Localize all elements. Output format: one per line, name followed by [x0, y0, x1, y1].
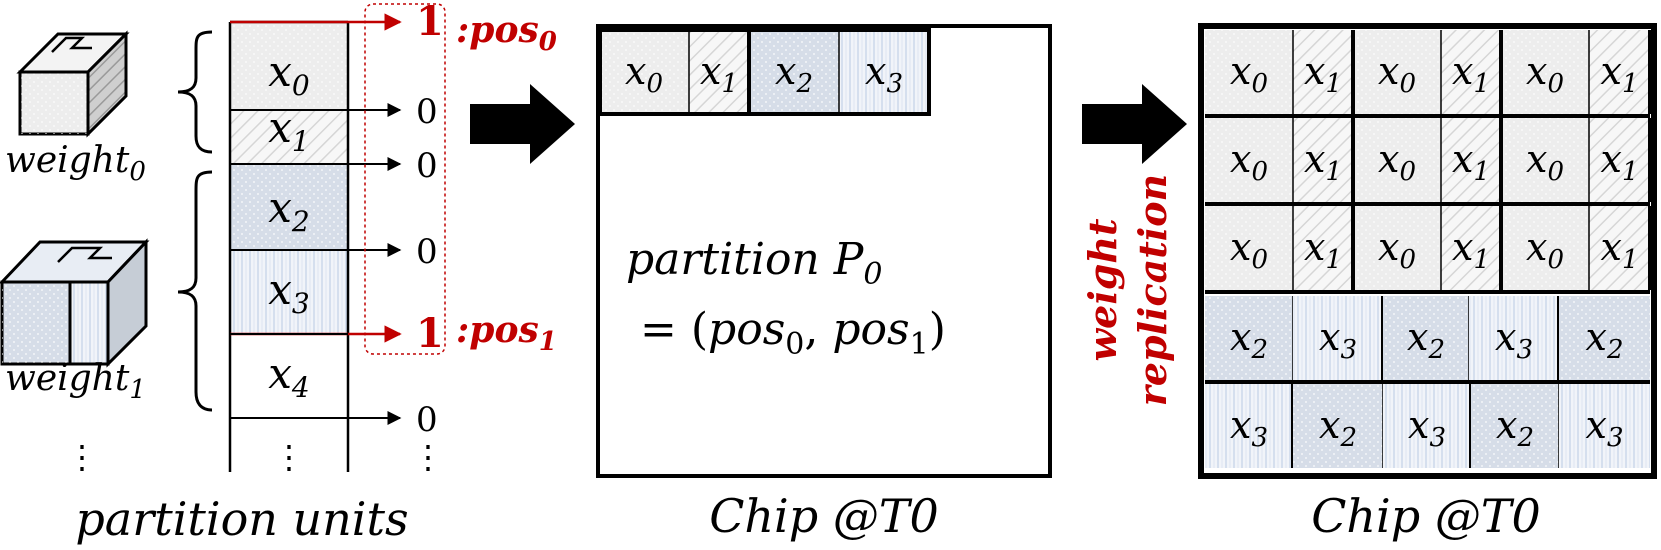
chip-right-caption: Chip @T0 — [1311, 489, 1541, 543]
weights-ellipsis: ⋮ — [66, 438, 98, 476]
chip-right-blue1-2: x2 — [1407, 315, 1445, 365]
chip-middle-cell-0: x0 — [625, 49, 663, 99]
chip-right-blue2-2-bg — [1383, 384, 1471, 468]
replication-label-line1: weight — [1080, 218, 1125, 362]
unit-bit-2: 0 — [416, 146, 438, 186]
unit-bit-4: 1 — [416, 310, 444, 357]
chip-right-blue1-1: x3 — [1319, 315, 1357, 365]
chip-right-blue1-3: x3 — [1495, 315, 1533, 365]
chip-right-gray-1-1-bg — [1293, 118, 1353, 202]
chip-right-gray-1-3: x1 — [1452, 137, 1490, 187]
chip-right-gray-1-2: x0 — [1378, 137, 1416, 187]
chip-right-gray-2-5: x1 — [1601, 225, 1639, 275]
chip-right-blue1-0: x2 — [1230, 315, 1268, 365]
partition-label: partition P0 — [626, 234, 882, 292]
unit-label-3: x3 — [268, 265, 310, 320]
chip-right-gray-2-4: x0 — [1526, 225, 1564, 275]
chip-right-gray-1-3-bg — [1441, 118, 1501, 202]
chip-right-gray-1-0: x0 — [1230, 137, 1268, 187]
units-ellipsis: ⋮ — [273, 438, 305, 476]
chip-right-blue2-4: x3 — [1586, 403, 1624, 453]
chip-right-gray-0-5: x1 — [1601, 49, 1639, 99]
unit-bit-3: 0 — [416, 232, 438, 272]
chip-right-blue2-2: x3 — [1408, 403, 1446, 453]
brace-weight-1 — [177, 170, 213, 412]
chip-right-gray-2-2: x0 — [1378, 225, 1416, 275]
partition-equation: = (pos0, pos1) — [640, 304, 946, 362]
chip-middle-caption: Chip @T0 — [709, 489, 939, 543]
chip-right-gray-0-4: x0 — [1526, 49, 1564, 99]
chip-right-blue2-3: x2 — [1496, 403, 1534, 453]
chip-right-gray-0-0: x0 — [1230, 49, 1268, 99]
chip-right-gray-1-1: x1 — [1304, 137, 1342, 187]
chip-middle-cell-2: x2 — [775, 49, 813, 99]
chip-right-blue1-4: x2 — [1586, 315, 1624, 365]
chip-right-gray-1-5: x1 — [1601, 137, 1639, 187]
chip-right-gray-0-5-bg — [1589, 30, 1650, 114]
chip-right-blue2-0: x3 — [1230, 403, 1268, 453]
unit-bit-arrows: 1 0 0 0 1 0 — [230, 0, 444, 440]
chip-right-gray-2-3-bg — [1441, 206, 1501, 290]
arrow-to-chip-right — [1082, 84, 1187, 164]
chip-right-blue2-4-bg — [1559, 384, 1650, 468]
partition-units-column — [228, 20, 350, 472]
unit-bit-5: 0 — [416, 400, 438, 440]
arrow-to-chip-middle — [470, 84, 575, 164]
unit-bit-0: 1 — [416, 0, 444, 45]
weight-1-label: weight1 — [5, 358, 146, 405]
chip-right-blue2-1: x2 — [1319, 403, 1357, 453]
chip-right-gray-0-1-bg — [1293, 30, 1353, 114]
selection-box — [364, 3, 446, 355]
brace-weight-0 — [177, 30, 213, 154]
chip-middle — [596, 24, 1052, 478]
chip-right-blue1-1-bg — [1293, 296, 1383, 380]
pos-1-label: :pos1 — [456, 309, 557, 357]
chip-right-gray-0-2: x0 — [1378, 49, 1416, 99]
chip-right-gray-1-5-bg — [1589, 118, 1650, 202]
unit-label-2: x2 — [268, 183, 310, 238]
chip-right-gray-2-5-bg — [1589, 206, 1650, 290]
unit-label-0: x0 — [268, 47, 310, 102]
weight-1-cube — [0, 238, 150, 368]
unit-label-4: x4 — [268, 349, 310, 404]
chip-right-gray-2-3: x1 — [1452, 225, 1490, 275]
unit-label-1: x1 — [268, 103, 310, 158]
replication-label-line2: replication — [1130, 174, 1175, 406]
bits-ellipsis: ⋮ — [412, 438, 444, 476]
chip-right-gray-0-3: x1 — [1452, 49, 1490, 99]
pos-0-label: :pos0 — [456, 9, 557, 57]
chip-right-gray-0-1: x1 — [1304, 49, 1342, 99]
chip-right-gray-1-4: x0 — [1526, 137, 1564, 187]
chip-right-gray-2-1: x1 — [1304, 225, 1342, 275]
partition-units-label: partition units — [75, 492, 408, 546]
chip-right-blue2-0-bg — [1205, 384, 1293, 468]
chip-right-gray-2-1-bg — [1293, 206, 1353, 290]
chip-middle-cell-3: x3 — [865, 49, 903, 99]
weight-0-cube — [16, 30, 130, 138]
chip-right-blue1-3-bg — [1469, 296, 1559, 380]
chip-right-gray-0-3-bg — [1441, 30, 1501, 114]
chip-middle-cell-1: x1 — [700, 49, 738, 99]
weight-0-label: weight0 — [5, 140, 146, 187]
chip-right-gray-2-0: x0 — [1230, 225, 1268, 275]
unit-bit-1: 0 — [416, 92, 438, 132]
